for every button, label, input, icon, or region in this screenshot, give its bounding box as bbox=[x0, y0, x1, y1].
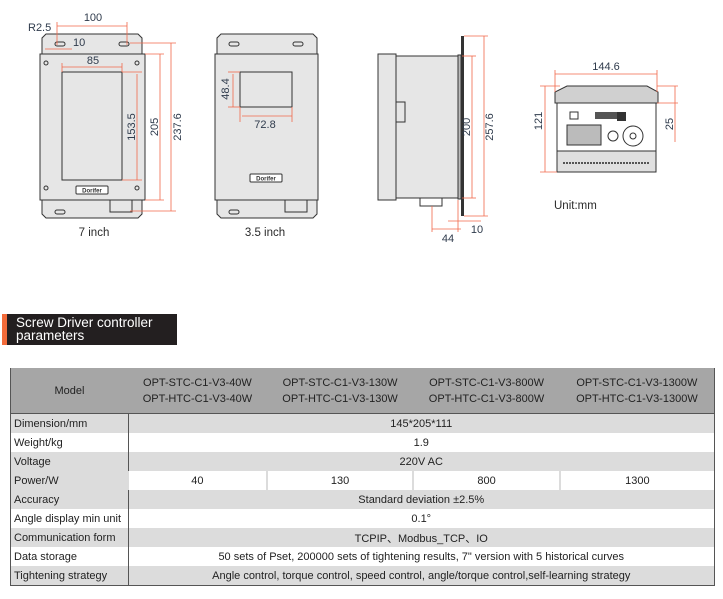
dim-body-height: 205 bbox=[149, 118, 161, 136]
row-value: Standard deviation ±2.5% bbox=[128, 490, 715, 509]
table-row: Power/W 40 130 800 1300 bbox=[10, 471, 715, 490]
row-label: Accuracy bbox=[10, 490, 129, 509]
dim-bottom-width: 144.6 bbox=[592, 61, 620, 73]
dim-flange: 10 bbox=[471, 224, 483, 236]
logo: Dorifer bbox=[256, 177, 276, 183]
row-value: 50 sets of Pset, 200000 sets of tighteni… bbox=[128, 547, 715, 566]
logo: Dorifer bbox=[82, 189, 102, 195]
row-value: 1.9 bbox=[128, 433, 715, 452]
row-value: TCPIP、Modbus_TCP、IO bbox=[128, 528, 715, 547]
unit-label: Unit:mm bbox=[554, 200, 597, 212]
row-label: Power/W bbox=[10, 471, 129, 490]
row-label: Weight/kg bbox=[10, 433, 129, 452]
side-view: 200 257.6 44 10 bbox=[377, 35, 496, 245]
logo-plate bbox=[75, 185, 109, 195]
front-view-3-5inch: Dorifer 48.4 72.8 3.5 inch bbox=[214, 33, 319, 239]
dim-screen-width: 72.8 bbox=[254, 119, 275, 131]
title-accent bbox=[2, 314, 7, 345]
row-value: 145*205*111 bbox=[128, 413, 715, 433]
caption-7inch: 7 inch bbox=[79, 227, 110, 239]
dim-depth: 44 bbox=[442, 233, 454, 245]
bottom-view: 144.6 121 25 Unit:mm bbox=[533, 61, 678, 212]
dim-width-holes: 100 bbox=[84, 12, 102, 24]
row-label: Dimension/mm bbox=[10, 413, 129, 433]
dim-total-height: 237.6 bbox=[172, 113, 184, 141]
row-value: Angle control, torque control, speed con… bbox=[128, 566, 715, 586]
power-800: 800 bbox=[412, 471, 560, 490]
dim-screen-width: 85 bbox=[87, 55, 99, 67]
dimension-drawings: Dorifer 100 R2.5 10 85 153.5 205 237.6 7… bbox=[28, 12, 678, 245]
dim-hole-offset: 10 bbox=[73, 37, 85, 49]
row-label: Tightening strategy bbox=[10, 566, 129, 586]
dim-radius: R2.5 bbox=[28, 22, 51, 34]
row-label: Communication form bbox=[10, 528, 129, 547]
dim-screen-height: 153.5 bbox=[126, 113, 138, 141]
section-title-text: Screw Driver controller parameters bbox=[16, 315, 153, 343]
row-label: Voltage bbox=[10, 452, 129, 471]
model-header: Model bbox=[10, 368, 128, 414]
row-value: 0.1° bbox=[128, 509, 715, 528]
dim-screen-height: 48.4 bbox=[220, 78, 232, 99]
front-view-7inch: Dorifer 100 R2.5 10 85 153.5 205 237.6 7… bbox=[28, 12, 184, 239]
dim-bottom-top: 25 bbox=[664, 118, 676, 130]
power-130: 130 bbox=[265, 471, 414, 490]
dim-side-height: 200 bbox=[461, 118, 473, 136]
power-1300: 1300 bbox=[558, 471, 715, 490]
caption-3-5inch: 3.5 inch bbox=[245, 227, 285, 239]
row-label: Data storage bbox=[10, 547, 129, 566]
row-label: Angle display min unit bbox=[10, 509, 129, 528]
dim-bottom-height: 121 bbox=[533, 112, 545, 130]
section-title: Screw Driver controller parameters bbox=[2, 314, 177, 345]
dim-side-total-height: 257.6 bbox=[484, 113, 496, 141]
row-value: 220V AC bbox=[128, 452, 715, 471]
power-40: 40 bbox=[127, 471, 267, 490]
